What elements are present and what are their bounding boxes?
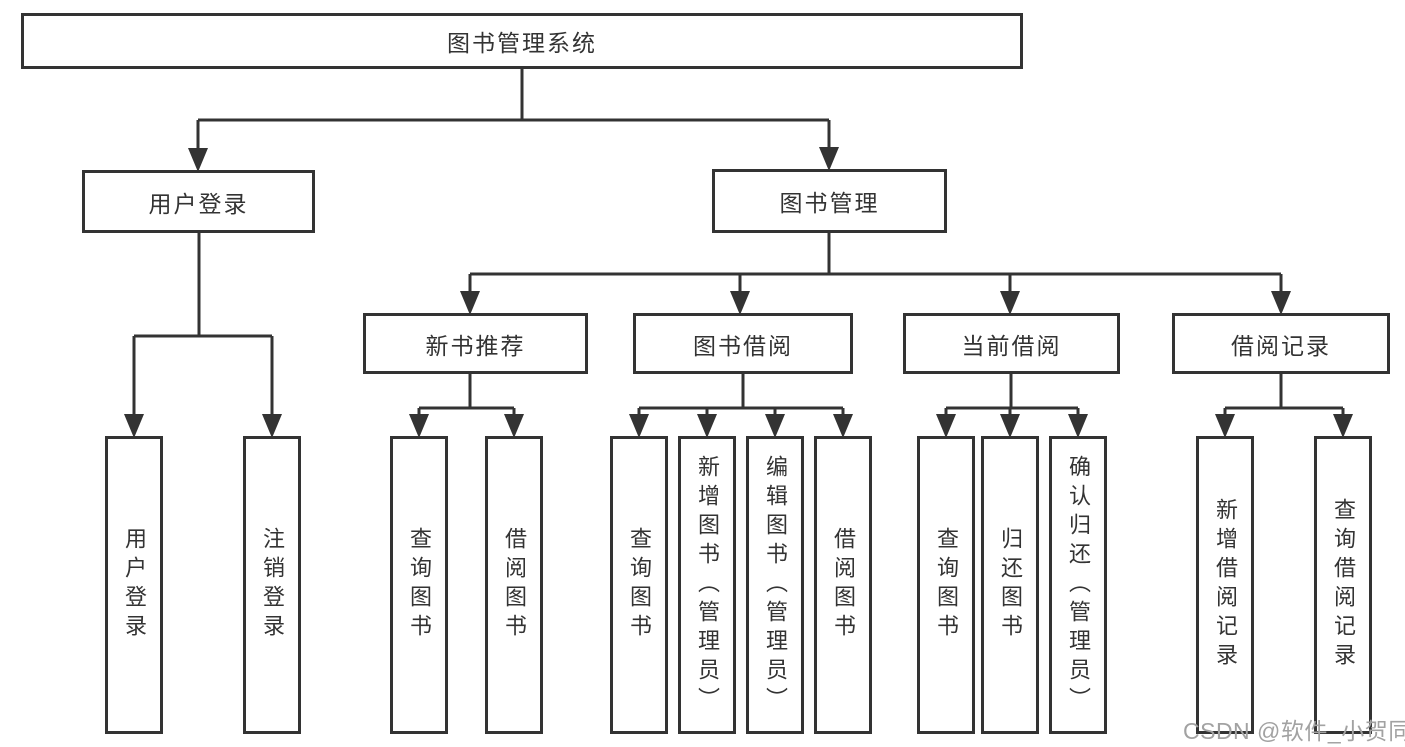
node-label: 新增借阅记录 bbox=[1213, 498, 1238, 672]
node-label: 用户登录 bbox=[122, 527, 147, 643]
node-label: 新书推荐 bbox=[425, 332, 526, 359]
node-book-borrowing: 图书借阅 bbox=[633, 313, 853, 374]
leaf-edit-books-admin: 编辑图书（管理员） bbox=[746, 436, 804, 734]
node-label: 图书借阅 bbox=[693, 332, 793, 359]
leaf-query-books-1: 查询图书 bbox=[390, 436, 448, 734]
leaf-add-borrow-record: 新增借阅记录 bbox=[1196, 436, 1254, 734]
leaf-query-books-3: 查询图书 bbox=[917, 436, 975, 734]
node-user-login-module: 用户登录 bbox=[82, 170, 315, 233]
node-label: 查询图书 bbox=[627, 527, 652, 643]
node-label: 查询图书 bbox=[407, 527, 432, 643]
leaf-query-borrow-record: 查询借阅记录 bbox=[1314, 436, 1372, 734]
node-label: 查询借阅记录 bbox=[1331, 498, 1356, 672]
leaf-return-books: 归还图书 bbox=[981, 436, 1039, 734]
node-label: 归还图书 bbox=[998, 527, 1023, 643]
leaf-user-login: 用户登录 bbox=[105, 436, 163, 734]
node-label: 图书管理 bbox=[779, 190, 880, 216]
node-label: 借阅图书 bbox=[502, 527, 527, 643]
node-label: 借阅记录 bbox=[1231, 332, 1331, 359]
node-borrowing-records: 借阅记录 bbox=[1172, 313, 1390, 374]
node-label: 当前借阅 bbox=[961, 332, 1062, 359]
leaf-query-books-2: 查询图书 bbox=[610, 436, 668, 734]
node-library-system: 图书管理系统 bbox=[21, 13, 1023, 69]
leaf-add-books-admin: 新增图书（管理员） bbox=[678, 436, 736, 734]
node-label: 图书管理系统 bbox=[447, 30, 597, 56]
node-label: 确认归还（管理员） bbox=[1066, 454, 1091, 716]
node-label: 编辑图书（管理员） bbox=[763, 454, 788, 716]
leaf-borrow-books-2: 借阅图书 bbox=[814, 436, 872, 734]
node-book-management: 图书管理 bbox=[712, 169, 947, 233]
leaf-borrow-books-1: 借阅图书 bbox=[485, 436, 543, 734]
node-label: 借阅图书 bbox=[831, 527, 856, 643]
node-current-borrowing: 当前借阅 bbox=[903, 313, 1120, 374]
node-new-book-recommend: 新书推荐 bbox=[363, 313, 588, 374]
node-label: 查询图书 bbox=[934, 527, 959, 643]
csdn-watermark: CSDN @软件_小贺同学 bbox=[1183, 718, 1405, 744]
leaf-confirm-return-admin: 确认归还（管理员） bbox=[1049, 436, 1107, 734]
node-label: 用户登录 bbox=[148, 190, 249, 217]
node-label: 新增图书（管理员） bbox=[695, 454, 720, 716]
node-label: 注销登录 bbox=[260, 527, 285, 643]
leaf-logout: 注销登录 bbox=[243, 436, 301, 734]
